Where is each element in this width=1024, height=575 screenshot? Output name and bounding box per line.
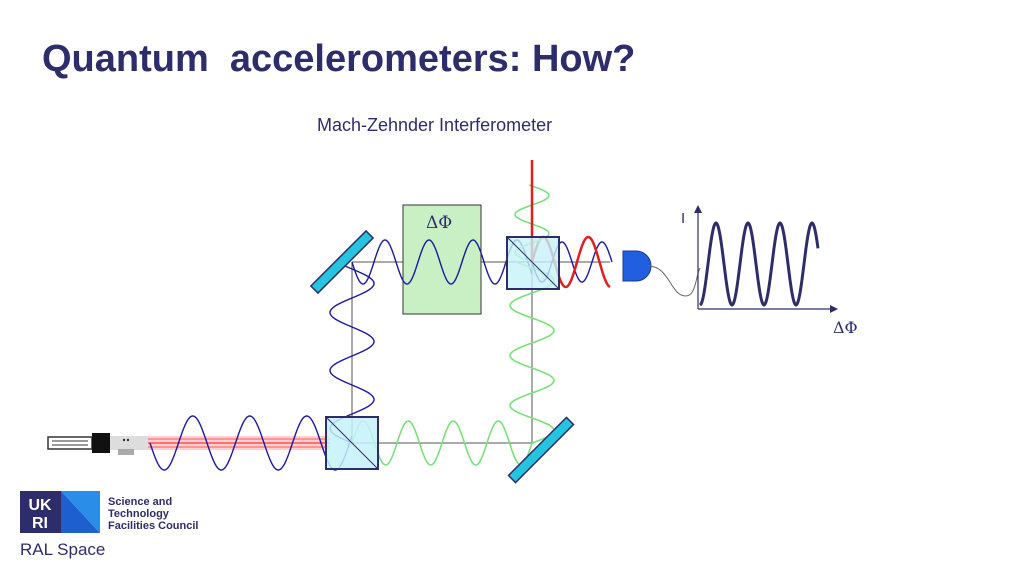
laser-device xyxy=(47,433,148,455)
mirror-upper-left xyxy=(309,229,375,295)
beam-splitter-upper xyxy=(506,236,560,290)
slide-title: Quantum accelerometers: How? xyxy=(42,38,636,80)
detector-cable xyxy=(647,265,701,297)
ral-space-label: RAL Space xyxy=(20,540,106,559)
mirror-lower-right xyxy=(507,416,575,484)
logo-line-2: Technology xyxy=(108,508,169,520)
lower-arm-wave xyxy=(351,420,533,466)
diagram-subtitle: Mach-Zehnder Interferometer xyxy=(317,115,553,135)
graph-y-axis-label: I xyxy=(681,210,685,227)
laser-beam xyxy=(145,436,330,450)
beam-splitter-lower xyxy=(325,416,379,470)
right-arm-wave xyxy=(509,261,555,444)
graph-x-axis-label: ΔΦ xyxy=(833,318,858,337)
upper-arm-wave xyxy=(351,239,533,285)
input-wave xyxy=(149,415,353,471)
left-arm-wave xyxy=(329,261,375,444)
logo-line-1: Science and xyxy=(108,496,173,508)
intensity-curve xyxy=(699,221,820,307)
logo-line-3: Facilities Council xyxy=(108,520,199,532)
ukri-logo: UK RI xyxy=(20,491,100,533)
phase-shift-box xyxy=(402,204,482,315)
ukri-mark-text-bottom: RI xyxy=(32,515,48,532)
intensity-graph: I ΔΦ xyxy=(681,205,858,337)
stfc-logo-text: Science and Technology Facilities Counci… xyxy=(108,496,198,532)
phase-shift-label: ΔΦ xyxy=(426,213,452,233)
ukri-mark-text-top: UK xyxy=(28,497,52,514)
detector-icon xyxy=(622,250,652,282)
